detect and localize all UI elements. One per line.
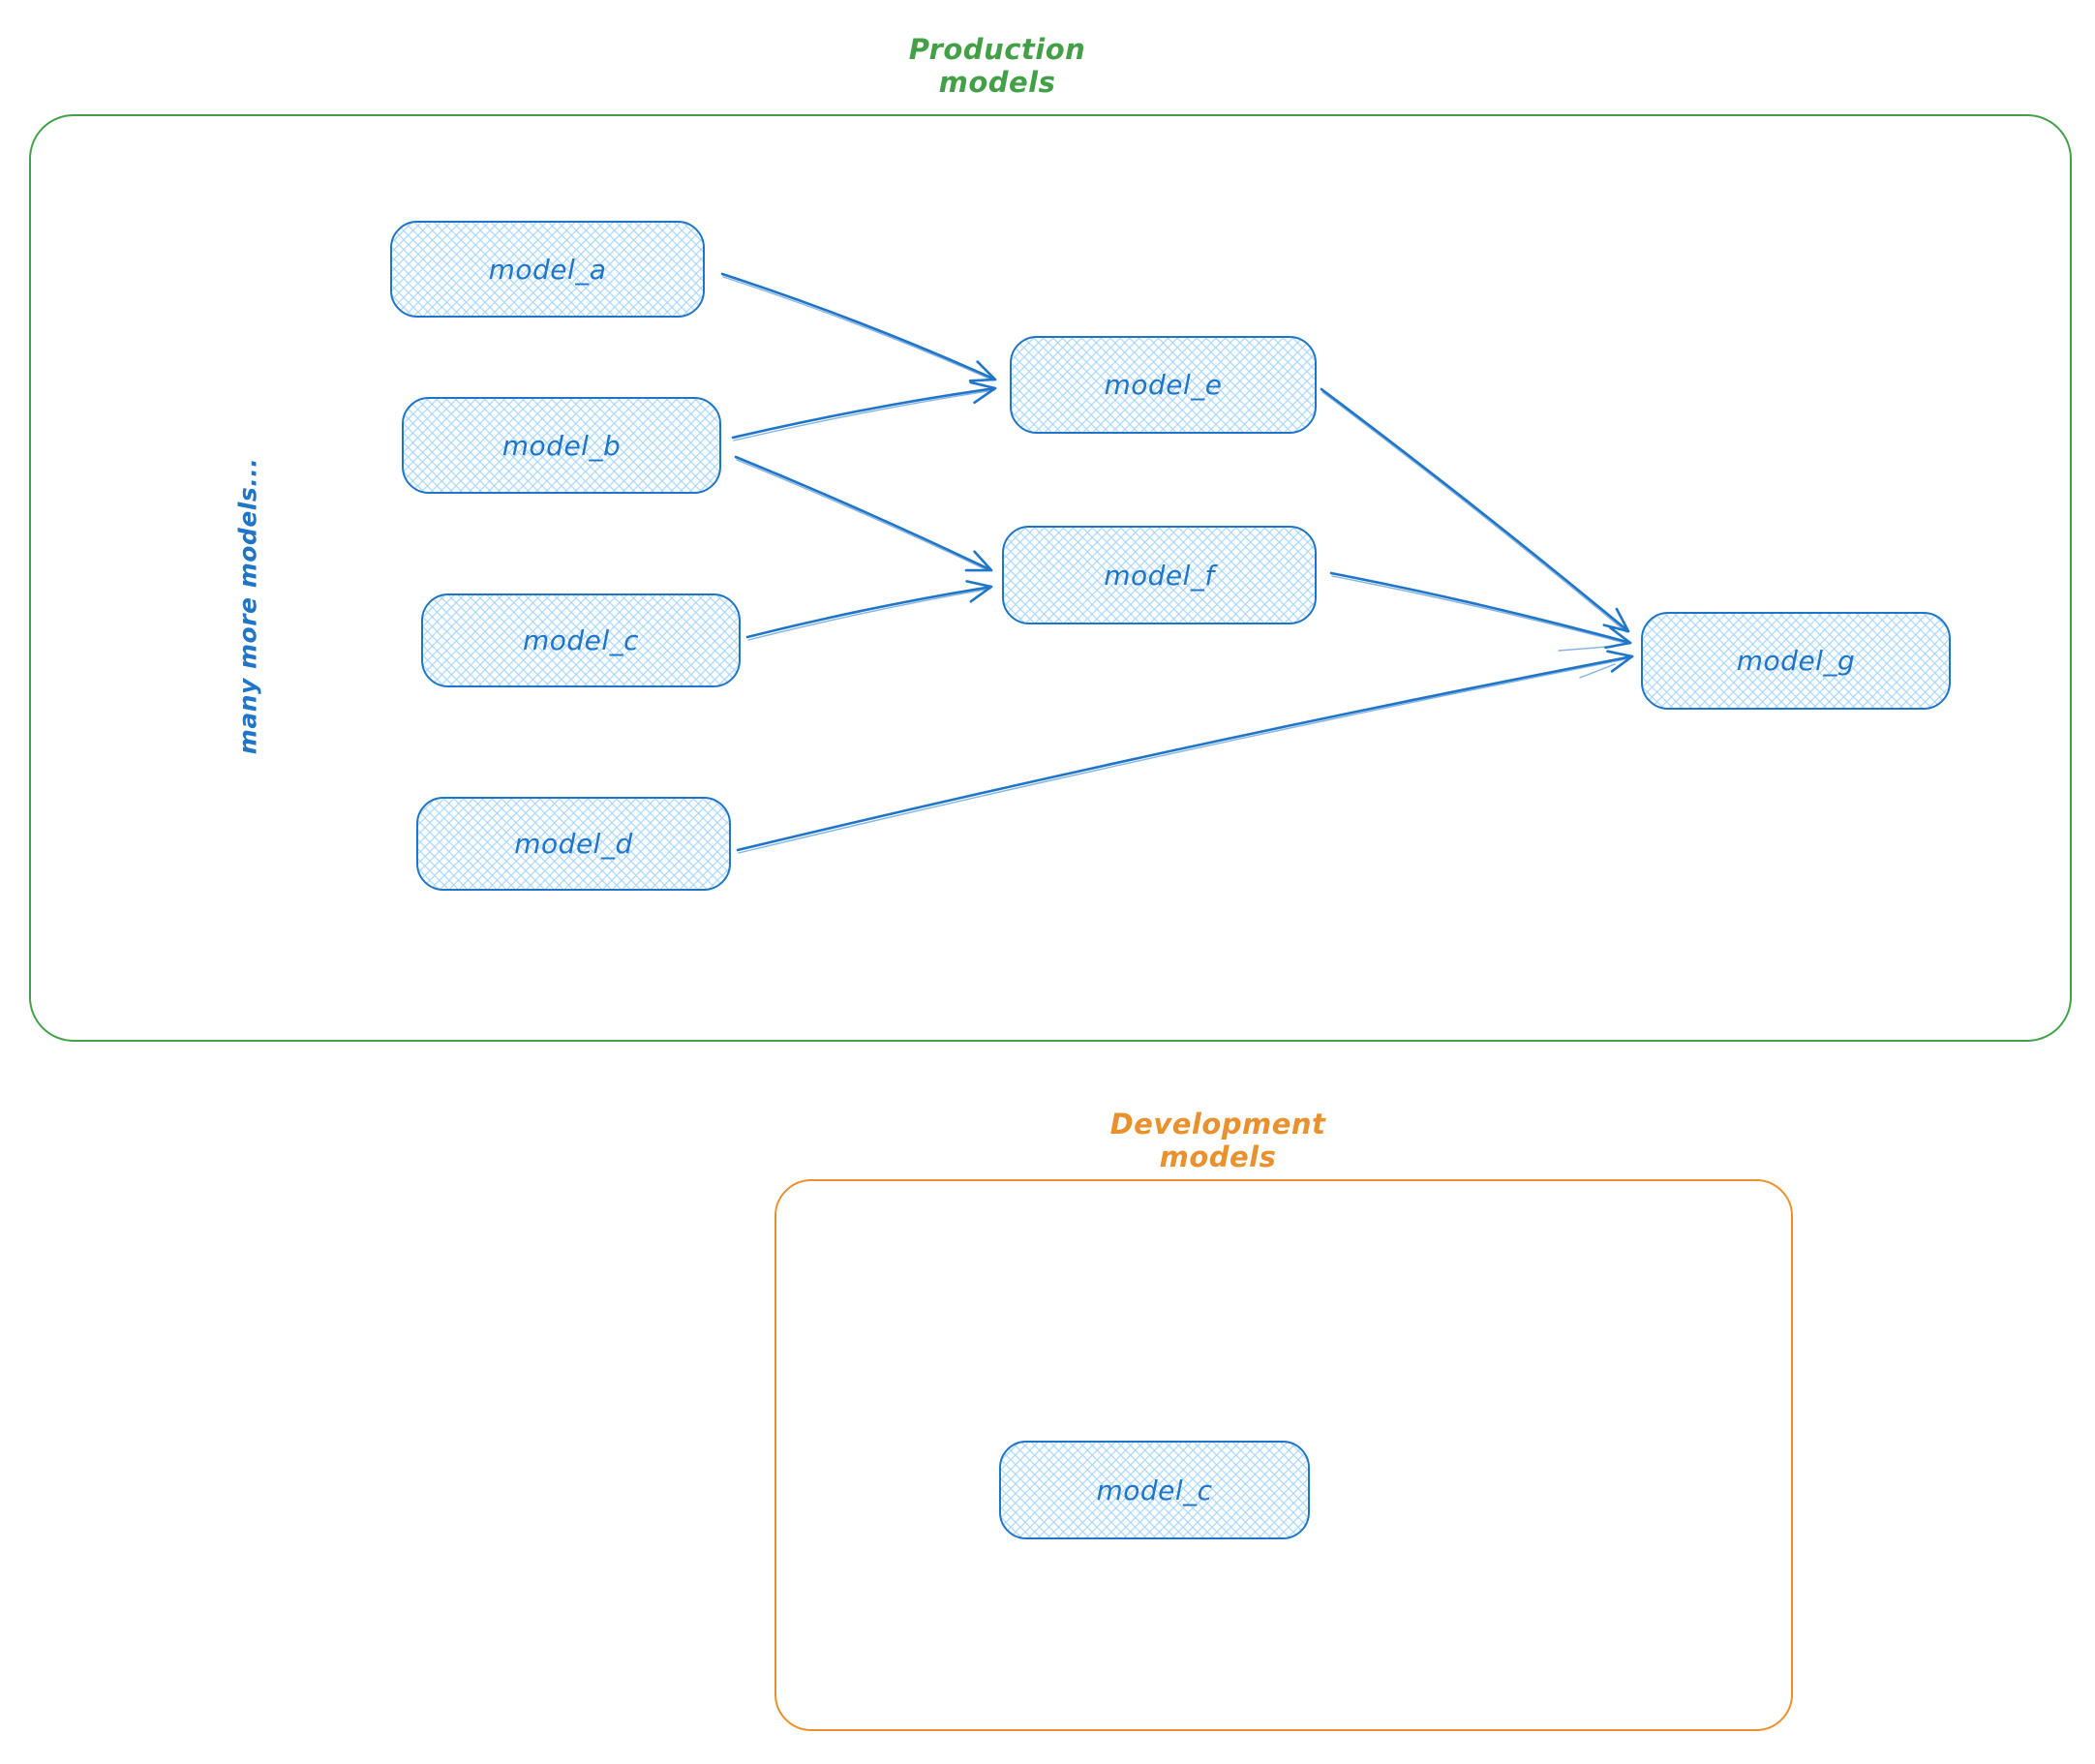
node-dev-model_c-label: model_c <box>1096 1474 1213 1506</box>
many-more-models-label: many more models... <box>233 457 262 755</box>
node-model_g-label: model_g <box>1736 645 1856 677</box>
node-model_b: model_b <box>402 397 721 494</box>
node-model_g: model_g <box>1641 612 1951 710</box>
node-model_f-label: model_f <box>1104 559 1215 592</box>
node-model_a: model_a <box>390 221 705 318</box>
node-model_c: model_c <box>421 593 741 687</box>
development-frame <box>774 1179 1793 1731</box>
node-model_d-label: model_d <box>514 828 633 860</box>
node-model_d: model_d <box>416 797 731 891</box>
node-model_e-label: model_e <box>1104 369 1223 401</box>
node-model_b-label: model_b <box>501 429 622 462</box>
node-dev-model_c: model_c <box>999 1441 1310 1539</box>
development-section-title: Development models <box>1109 1108 1326 1173</box>
node-model_c-label: model_c <box>522 624 640 656</box>
node-model_f: model_f <box>1002 526 1317 624</box>
production-frame <box>29 114 2072 1042</box>
node-model_a-label: model_a <box>488 253 607 286</box>
production-section-title: Production models <box>908 33 1086 99</box>
node-model_e: model_e <box>1010 336 1317 434</box>
